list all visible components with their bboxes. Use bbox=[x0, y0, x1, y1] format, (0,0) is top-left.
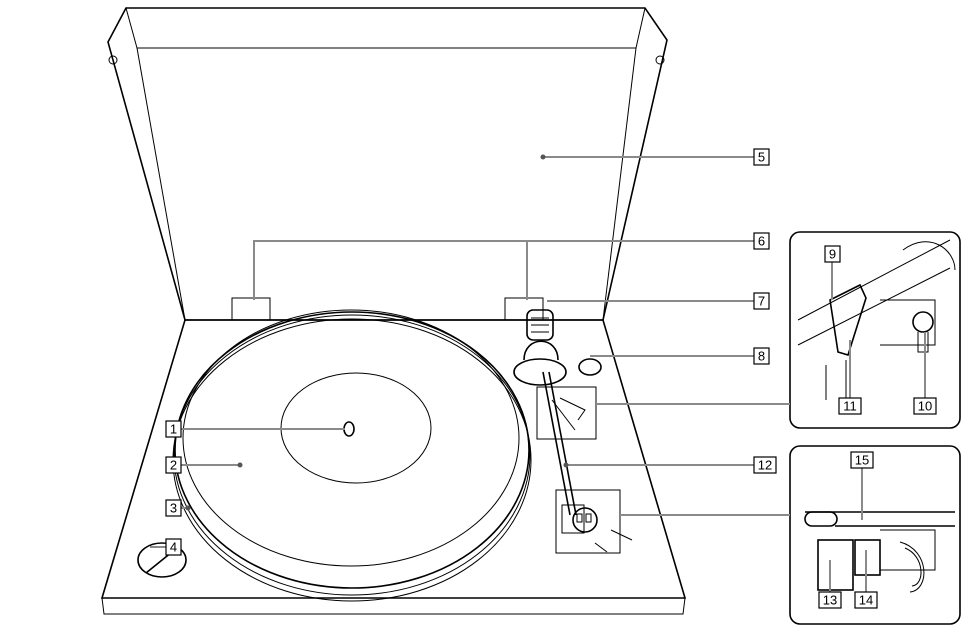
callout-5: 5 bbox=[753, 148, 770, 166]
arm-clip bbox=[829, 283, 867, 356]
callout-13-label: 13 bbox=[823, 593, 837, 608]
tonearm-assembly bbox=[513, 309, 633, 553]
center-spindle bbox=[343, 421, 355, 437]
callout-1: 1 bbox=[165, 420, 182, 438]
target-dots bbox=[185, 154, 569, 511]
callout-6-label: 6 bbox=[758, 234, 765, 249]
callout-1-label: 1 bbox=[170, 422, 177, 437]
callout-11: 11 bbox=[838, 397, 862, 415]
callout-8: 8 bbox=[753, 347, 770, 365]
stylus-cover bbox=[817, 539, 854, 591]
tonearm-base bbox=[513, 358, 567, 386]
dust-cover bbox=[107, 7, 668, 321]
callout-10-label: 10 bbox=[918, 399, 932, 414]
lift-lever bbox=[578, 358, 602, 376]
platter bbox=[172, 309, 532, 602]
rubber-mat bbox=[182, 309, 520, 567]
leader-lines bbox=[150, 156, 926, 592]
callout-7: 7 bbox=[753, 292, 770, 310]
cartridge-body bbox=[854, 539, 881, 576]
callout-9: 9 bbox=[824, 245, 841, 263]
callout-2: 2 bbox=[165, 456, 182, 474]
callout-14-label: 14 bbox=[859, 593, 873, 608]
arm-lift bbox=[912, 311, 934, 333]
callout-8-label: 8 bbox=[758, 349, 765, 364]
callout-5-label: 5 bbox=[758, 150, 765, 165]
callout-4-label: 4 bbox=[170, 540, 177, 555]
callout-2-label: 2 bbox=[170, 458, 177, 473]
callout-6: 6 bbox=[753, 232, 770, 250]
cartridge-zoom-frame bbox=[555, 489, 621, 554]
callout-9-label: 9 bbox=[829, 247, 836, 262]
counterweight bbox=[526, 309, 554, 341]
hinge-right bbox=[504, 297, 544, 321]
finger-lift bbox=[804, 511, 838, 527]
callout-15: 15 bbox=[850, 451, 874, 469]
callout-12: 12 bbox=[753, 456, 777, 474]
callout-14: 14 bbox=[854, 591, 878, 609]
callout-7-label: 7 bbox=[758, 294, 765, 309]
callout-13: 13 bbox=[818, 591, 842, 609]
lid-pin-right bbox=[655, 55, 665, 65]
callout-11-label: 11 bbox=[843, 399, 857, 414]
callout-3-label: 3 bbox=[170, 501, 177, 516]
armrest-detail-inset bbox=[789, 231, 961, 429]
lid-pin-left bbox=[108, 55, 118, 65]
callout-3: 3 bbox=[165, 499, 182, 517]
callout-4: 4 bbox=[165, 538, 182, 556]
hinge-left bbox=[231, 297, 271, 321]
cartridge-top bbox=[572, 507, 598, 533]
cartridge-detail-inset bbox=[789, 445, 961, 625]
callout-10: 10 bbox=[913, 397, 937, 415]
callout-15-label: 15 bbox=[855, 453, 869, 468]
armrest-zoom-frame bbox=[536, 386, 597, 440]
headshell bbox=[561, 504, 585, 534]
callout-12-label: 12 bbox=[758, 458, 772, 473]
turntable-base bbox=[100, 319, 687, 615]
